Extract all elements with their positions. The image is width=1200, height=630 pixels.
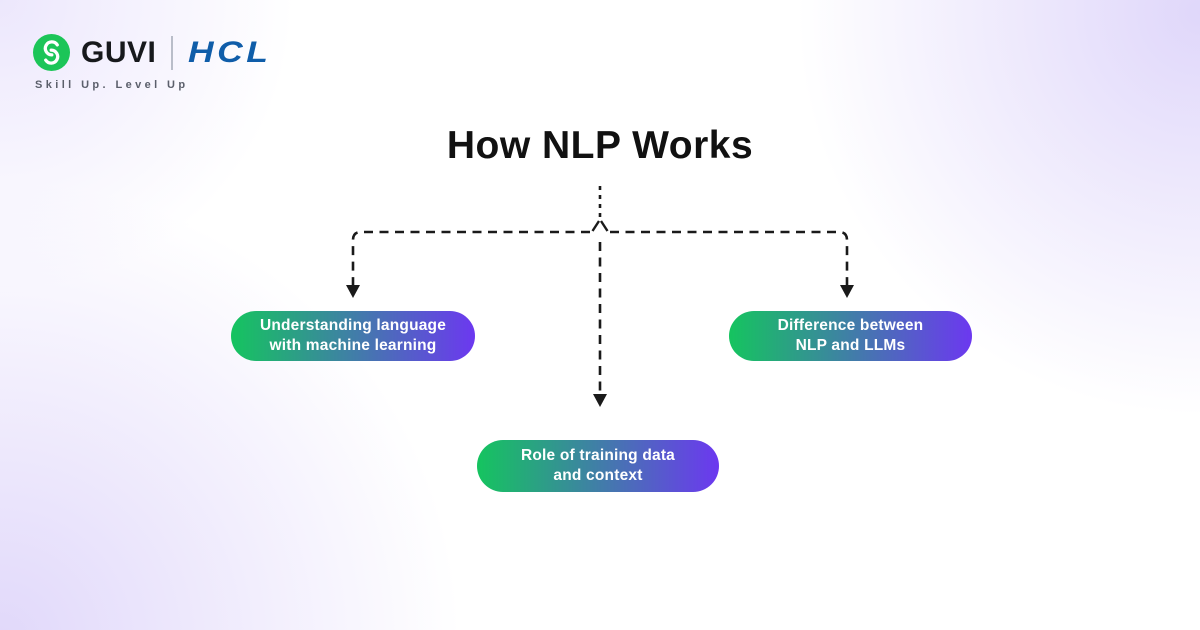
guvi-logo-icon: [33, 34, 70, 71]
brand-block: GUVI HCL Skill Up. Level Up: [33, 34, 268, 91]
arrowhead-left-icon: [346, 285, 360, 298]
arrowhead-right-icon: [840, 285, 854, 298]
guvi-wordmark: GUVI: [81, 35, 157, 69]
diagram-node-training-data-context: Role of training data and context: [477, 440, 719, 492]
diagram-node-difference-nlp-llms: Difference between NLP and LLMs: [729, 311, 972, 361]
connector-right-branch: [610, 230, 849, 285]
brand-divider: [171, 35, 174, 70]
page-title: How NLP Works: [446, 124, 754, 167]
brand-tagline: Skill Up. Level Up: [35, 79, 189, 91]
diagram-node-understanding-language: Understanding language with machine lear…: [231, 311, 475, 361]
connector-left-branch: [351, 230, 590, 285]
connector-junction-left: [591, 220, 601, 232]
connector-junction-right: [599, 220, 609, 232]
hcl-wordmark: HCL: [188, 35, 272, 69]
arrowhead-center-icon: [593, 394, 607, 407]
